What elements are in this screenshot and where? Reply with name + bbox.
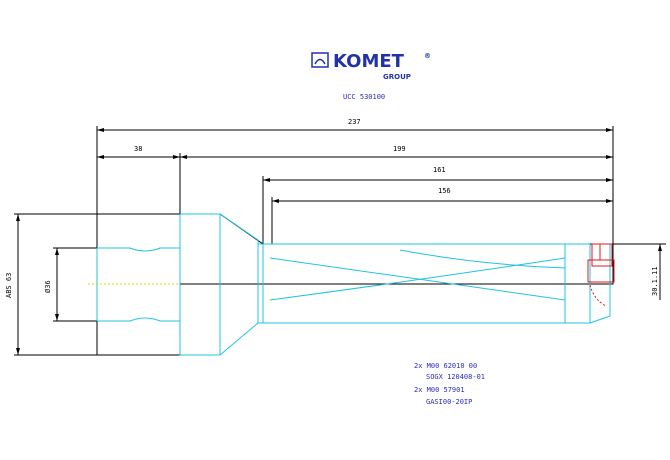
tool-outline [96,213,614,356]
dimension-lines: 237 38 199 161 156 ABS 63 [5,118,666,356]
part-code: UCC 530100 [343,93,385,101]
dim-flange-diameter: ABS 63 [5,273,13,298]
component-item: GASI00-20IP [426,398,472,406]
tool-body [96,213,611,356]
komet-logo: KOMET ® GROUP [311,51,431,81]
logo-mark-icon [311,52,329,68]
logo-registered: ® [424,52,431,60]
dim-overall-length: 237 [348,118,361,126]
logo-brand: KOMET [333,51,405,72]
dim-body-length: 199 [393,145,406,153]
dim-length-161: 161 [433,166,446,174]
dim-shank-length: 38 [134,145,142,153]
insert-detail [587,243,615,307]
logo-sub: GROUP [383,73,411,81]
component-list: 2x M00 62010 00 SOGX 120408-01 2x M00 57… [414,362,485,406]
logo-arch-icon [314,58,326,65]
dim-length-156: 156 [438,187,451,195]
component-item: 2x M00 62010 00 [414,362,477,370]
component-item: 2x M00 57901 [414,386,465,394]
dim-cutting-diameter: 30.1.11 [651,266,659,296]
component-item: SOGX 120408-01 [426,373,485,381]
dim-shank-diameter: Ø36 [44,280,52,293]
